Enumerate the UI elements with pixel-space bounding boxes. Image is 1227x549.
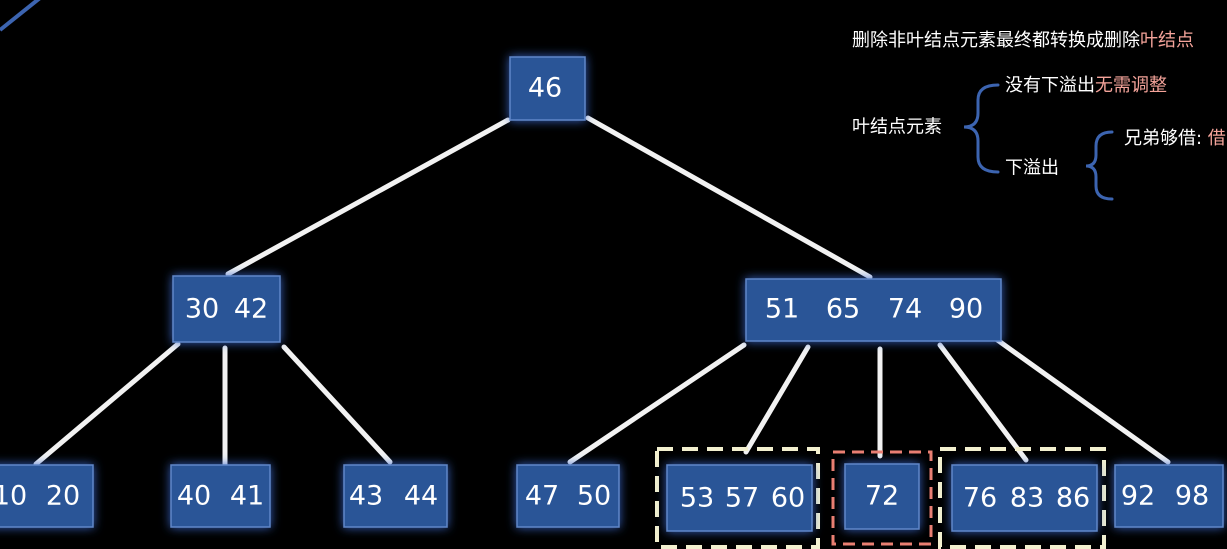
node-key: 72: [865, 481, 899, 512]
annotation-no-underflow-highlight: 无需调整: [1095, 75, 1167, 96]
annotations: 删除非叶结点元素最终都转换成删除叶结点 叶结点元素 没有下溢出无需调整 下溢出 …: [852, 30, 1226, 201]
node-key: 41: [230, 481, 264, 512]
highlight-target-leaf: [831, 450, 933, 546]
node-key: 46: [528, 73, 562, 104]
node-key: 76: [963, 483, 997, 514]
leaf-node-8: 92 98: [1114, 464, 1224, 528]
node-key: 90: [949, 294, 983, 325]
node-key: 53: [680, 483, 714, 514]
edge-root-right: [585, 115, 873, 280]
node-key: 43: [349, 481, 383, 512]
node-key: 83: [1010, 483, 1044, 514]
node-key: 10: [0, 481, 27, 512]
edge-right-leaf-5: [743, 344, 811, 455]
node-key: 30: [185, 294, 219, 325]
edge-left-leaf-1: [33, 341, 181, 467]
brace-right: [1085, 130, 1114, 201]
leaf-node-1: 10 20: [0, 464, 94, 528]
root-node: 46: [509, 56, 586, 121]
tree-nodes: 46 30 42 51 65 74 90 10 20 40 41: [0, 56, 1224, 532]
node-key: 20: [46, 481, 80, 512]
node-key: 98: [1175, 481, 1209, 512]
tree-edges: [33, 115, 1171, 467]
node-key: 42: [234, 294, 268, 325]
node-key: 40: [177, 481, 211, 512]
annotation-sibling-plain: 兄弟够借:: [1124, 128, 1208, 149]
highlight-sibling-right: [938, 447, 1106, 549]
node-key: 47: [525, 481, 559, 512]
node-key: 50: [577, 481, 611, 512]
node-key: 44: [404, 481, 438, 512]
node-key: 86: [1056, 483, 1090, 514]
edge-right-leaf-4: [567, 342, 747, 465]
leaf-node-3: 43 44: [343, 464, 448, 528]
node-key: 57: [725, 483, 759, 514]
leaf-node-5: 53 57 60: [666, 464, 813, 532]
edge-left-leaf-3: [281, 344, 393, 465]
highlight-boxes: [655, 447, 1106, 549]
node-key: 92: [1121, 481, 1155, 512]
leaf-node-6: 72: [844, 463, 920, 530]
annotation-underflow: 下溢出: [1005, 158, 1059, 179]
annotation-title: 删除非叶结点元素最终都转换成删除叶结点: [852, 30, 1194, 51]
node-key: 74: [888, 294, 922, 325]
corner-decoration-line: [0, 0, 41, 32]
edge-root-left: [225, 117, 511, 277]
edge-right-leaf-8: [993, 336, 1171, 465]
node-key: 60: [771, 483, 805, 514]
brace-left: [963, 83, 1000, 174]
annotation-sibling-highlight: 借: [1208, 128, 1226, 149]
annotation-no-underflow: 没有下溢出无需调整: [1005, 75, 1167, 96]
annotation-no-underflow-plain: 没有下溢出: [1005, 75, 1095, 96]
highlight-sibling-left: [655, 447, 820, 549]
leaf-node-2: 40 41: [170, 464, 271, 528]
leaf-node-4: 47 50: [516, 464, 620, 528]
node-key: 51: [765, 294, 799, 325]
leaf-node-7: 76 83 86: [951, 464, 1098, 532]
annotation-sibling: 兄弟够借: 借: [1124, 128, 1226, 149]
internal-node-left: 30 42: [172, 275, 281, 343]
annotation-leaf-element: 叶结点元素: [852, 117, 942, 138]
internal-node-right: 51 65 74 90: [745, 278, 1002, 342]
annotation-title-plain: 删除非叶结点元素最终都转换成删除: [852, 30, 1140, 51]
edge-right-leaf-7: [937, 342, 1029, 463]
node-key: 65: [826, 294, 860, 325]
annotation-title-highlight: 叶结点: [1140, 30, 1194, 51]
